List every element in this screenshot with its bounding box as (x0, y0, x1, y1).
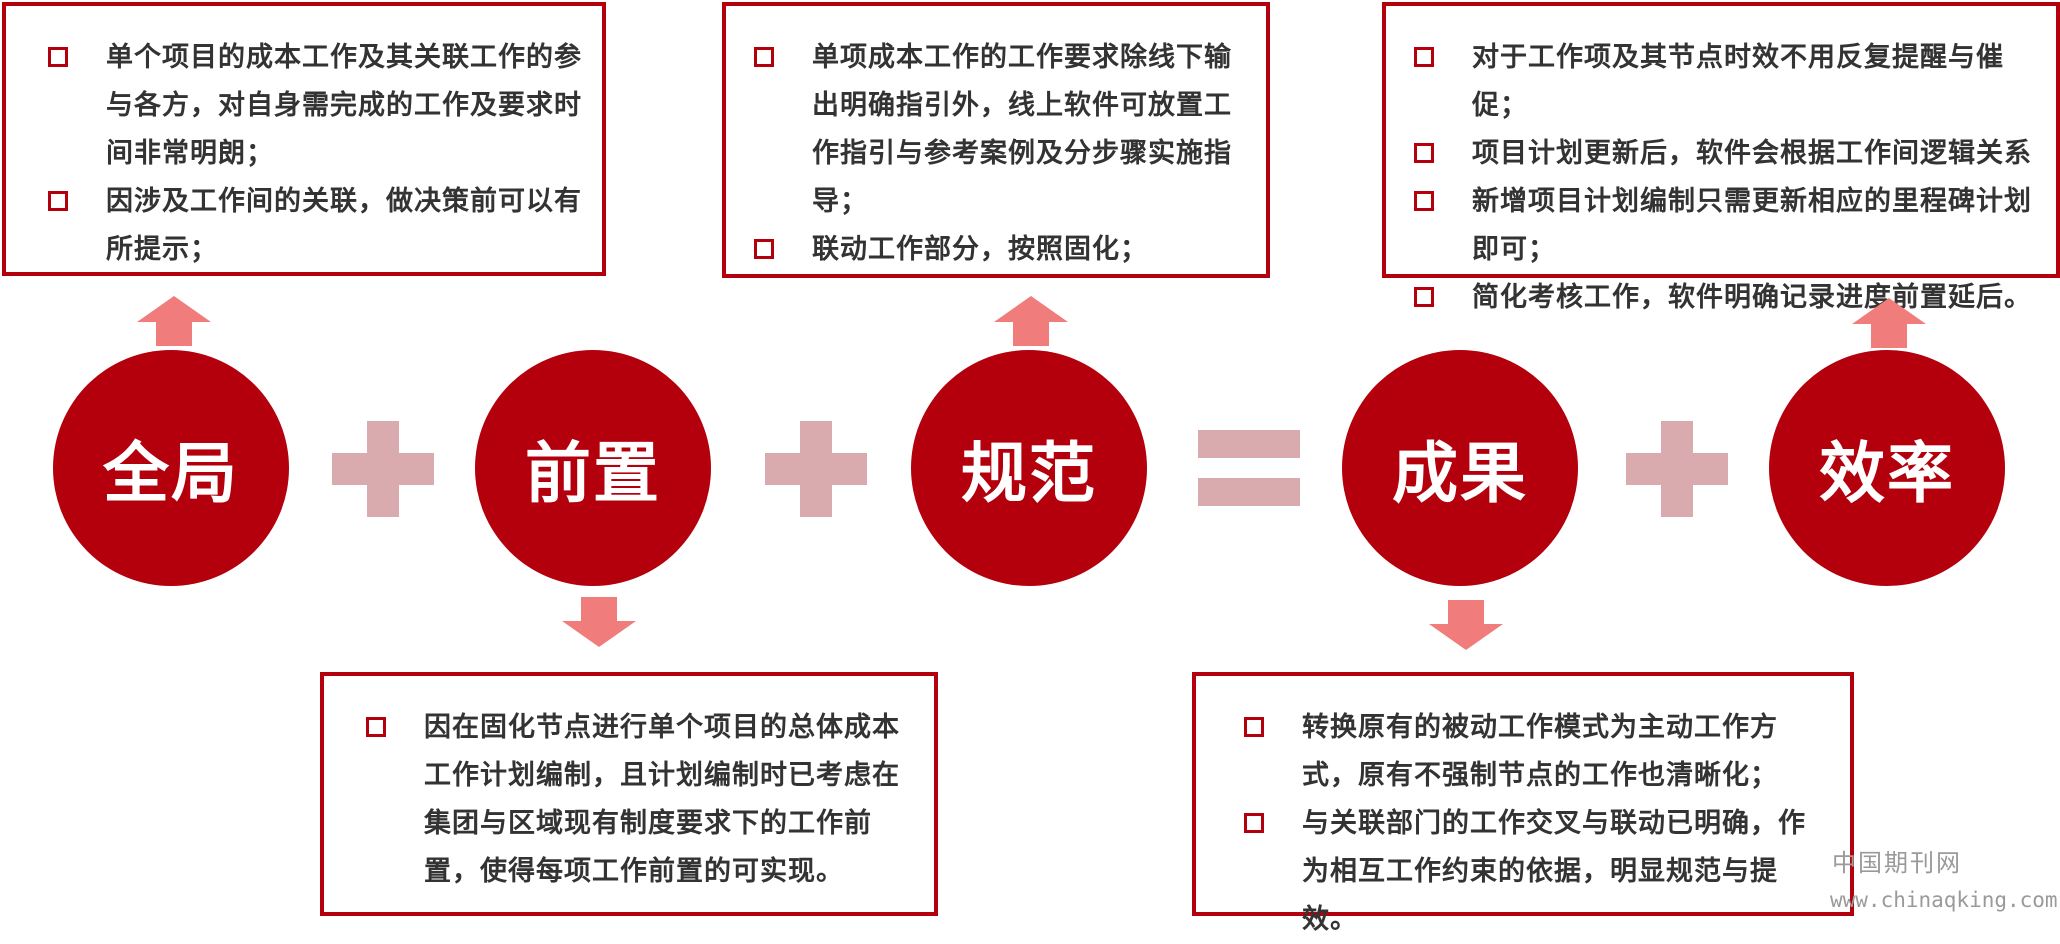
watermark-cn: 中国期刊网 (1832, 849, 1962, 877)
list-item: 转换原有的被动工作模式为主动工作方式，原有不强制节点的工作也清晰化； (1244, 704, 1810, 800)
arrow-up-icon (1852, 298, 1926, 348)
circle-label: 规范 (961, 435, 1097, 512)
square-bullet-icon (1244, 717, 1264, 737)
list-item: 单项成本工作的工作要求除线下输出明确指引外，线上软件可放置工作指引与参考案例及分… (754, 34, 1246, 226)
plus-icon (332, 421, 434, 517)
concept-circle-result: 成果 (1342, 350, 1578, 586)
square-bullet-icon (1244, 813, 1264, 833)
square-bullet-icon (48, 191, 68, 211)
info-box-result: 转换原有的被动工作模式为主动工作方式，原有不强制节点的工作也清晰化； 与关联部门… (1192, 672, 1854, 935)
list-item: 项目计划更新后，软件会根据工作间逻辑关系 (1414, 130, 2044, 178)
list-item: 与关联部门的工作交叉与联动已明确，作为相互工作约束的依据，明显规范与提效。 (1244, 800, 1810, 944)
list-item: 联动工作部分，按照固化； (754, 226, 1246, 274)
list-item: 因在固化节点进行单个项目的总体成本工作计划编制，且计划编制时已考虑在集团与区域现… (366, 704, 904, 896)
circle-label: 效率 (1819, 435, 1955, 512)
circle-label: 全局 (103, 435, 239, 512)
square-bullet-icon (1414, 143, 1434, 163)
list-item: 单个项目的成本工作及其关联工作的参与各方，对自身需完成的工作及要求时间非常明朗； (48, 34, 582, 178)
square-bullet-icon (1414, 191, 1434, 211)
plus-icon (1626, 421, 1728, 517)
arrow-up-icon (994, 296, 1068, 346)
square-bullet-icon (754, 47, 774, 67)
equals-icon (1198, 430, 1300, 506)
circle-label: 前置 (525, 435, 661, 512)
circle-label: 成果 (1392, 435, 1528, 512)
arrow-up-icon (137, 296, 211, 346)
info-box-efficiency: 对于工作项及其节点时效不用反复提醒与催促； 项目计划更新后，软件会根据工作间逻辑… (1382, 2, 2060, 313)
arrow-down-icon (1429, 600, 1503, 650)
concept-circle-efficiency: 效率 (1769, 350, 2005, 586)
info-box-global: 单个项目的成本工作及其关联工作的参与各方，对自身需完成的工作及要求时间非常明朗；… (2, 2, 606, 276)
watermark-url: www.chinaqking.com (1830, 888, 2058, 912)
square-bullet-icon (366, 717, 386, 737)
list-item: 对于工作项及其节点时效不用反复提醒与催促； (1414, 34, 2044, 130)
plus-icon (765, 421, 867, 517)
square-bullet-icon (48, 47, 68, 67)
arrow-down-icon (562, 597, 636, 647)
info-box-standard: 单项成本工作的工作要求除线下输出明确指引外，线上软件可放置工作指引与参考案例及分… (722, 2, 1270, 278)
concept-circle-front: 前置 (475, 350, 711, 586)
square-bullet-icon (754, 239, 774, 259)
list-item: 简化考核工作，软件明确记录进度前置延后。 (1414, 274, 2044, 322)
square-bullet-icon (1414, 287, 1434, 307)
list-item: 因涉及工作间的关联，做决策前可以有所提示； (48, 178, 582, 274)
list-item: 新增项目计划编制只需更新相应的里程碑计划即可； (1414, 178, 2044, 274)
concept-circle-global: 全局 (53, 350, 289, 586)
square-bullet-icon (1414, 47, 1434, 67)
info-box-front: 因在固化节点进行单个项目的总体成本工作计划编制，且计划编制时已考虑在集团与区域现… (320, 672, 938, 916)
concept-circle-standard: 规范 (911, 350, 1147, 586)
